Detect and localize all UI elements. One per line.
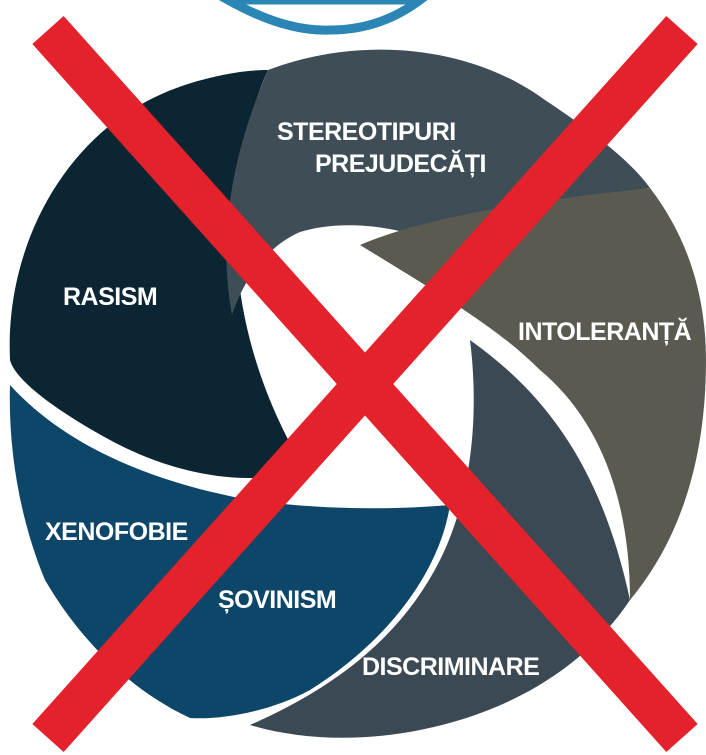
label-prejudecati: PREJUDECĂȚI <box>315 149 486 178</box>
label-sovinism: ȘOVINISM <box>218 586 336 614</box>
segment-rasism-body <box>9 70 305 479</box>
label-xenofobie: XENOFOBIE <box>45 518 188 546</box>
label-stereotipuri: STEREOTIPURI <box>277 118 456 146</box>
label-discriminare: DISCRIMINARE <box>362 653 539 681</box>
segment-discriminare <box>250 340 630 738</box>
cross-stroke-right-to-left <box>32 15 698 753</box>
red-cross-mark <box>32 15 698 753</box>
label-intoleranta: INTOLERANȚĂ <box>518 317 692 346</box>
top-emblem-fragment <box>218 0 428 35</box>
segment-stereotipuri-prejudecati <box>226 49 650 315</box>
label-rasism: RASISM <box>63 283 157 311</box>
